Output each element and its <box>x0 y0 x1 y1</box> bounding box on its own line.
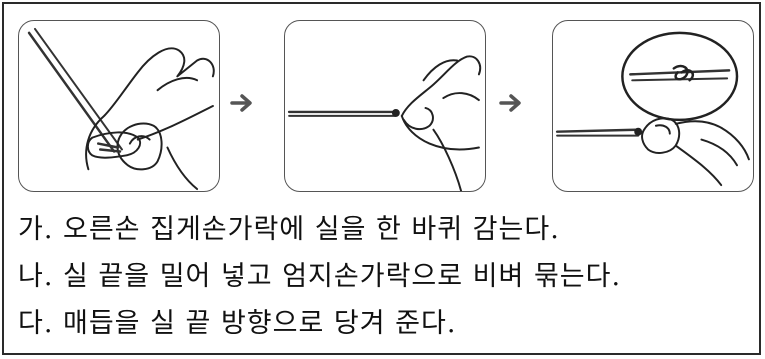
step-2-illustration <box>284 20 486 192</box>
step-3-text: 다. 매듭을 실 끝 방향으로 당겨 준다. <box>18 308 457 339</box>
step-2-text: 나. 실 끝을 밀어 넣고 엄지손가락으로 비벼 묶는다. <box>18 261 622 292</box>
finger-wrapping-thread-icon <box>27 27 215 191</box>
step-3-illustration <box>552 20 754 192</box>
step-1-illustration <box>18 20 220 192</box>
instruction-steps: 가. 오른손 집게손가락에 실을 한 바퀴 감는다. 나. 실 끝을 밀어 넣고… <box>18 206 621 347</box>
thumb-rolling-knot-icon <box>287 55 482 191</box>
step-1-text: 가. 오른손 집게손가락에 실을 한 바퀴 감는다. <box>18 214 560 245</box>
pulling-knot-tight-icon <box>555 31 750 187</box>
arrow-right-icon <box>230 94 252 112</box>
arrow-right-icon <box>499 94 521 112</box>
instruction-card: 가. 오른손 집게손가락에 실을 한 바퀴 감는다. 나. 실 끝을 밀어 넣고… <box>2 2 761 355</box>
